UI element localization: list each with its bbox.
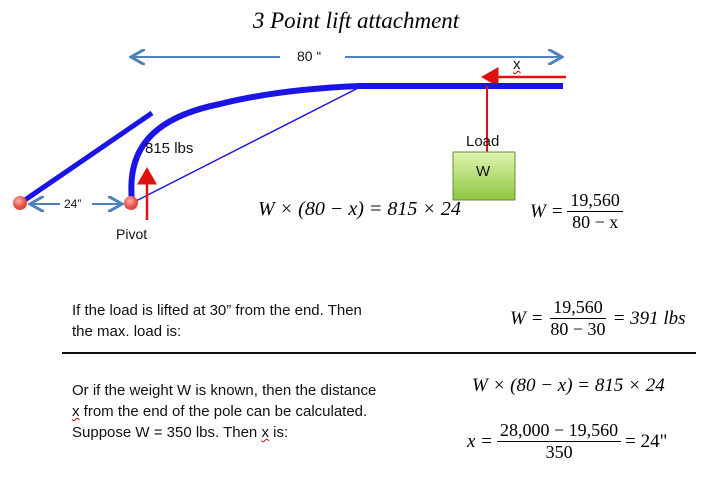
section1-text: If the load is lifted at 30” from the en… bbox=[72, 300, 362, 342]
distance-den: 350 bbox=[545, 442, 573, 462]
weight-formula-num: 19,560 bbox=[567, 190, 623, 212]
hitch-point-ball bbox=[13, 196, 27, 210]
moment-equation-2: W × (80 − x) = 815 × 24 bbox=[472, 375, 665, 397]
brace bbox=[133, 85, 363, 203]
section2-line3-x: x bbox=[261, 424, 269, 441]
force-label: 815 lbs bbox=[145, 140, 194, 157]
pivot-label: Pivot bbox=[116, 226, 148, 242]
span-label: 80 “ bbox=[293, 48, 326, 64]
section2-x: x bbox=[72, 403, 80, 420]
pivot-ball bbox=[124, 196, 138, 210]
moment-equation-2-text: W × (80 − x) = 815 × 24 bbox=[472, 375, 665, 396]
lift-diagram bbox=[13, 0, 566, 220]
max-load-den: 80 − 30 bbox=[550, 319, 606, 339]
section1-line1: If the load is lifted at 30” from the en… bbox=[72, 302, 362, 319]
offset-label: 24” bbox=[64, 197, 82, 211]
distance-lhs: x = bbox=[467, 430, 494, 452]
weight-formula-den: 80 − x bbox=[572, 212, 619, 232]
beam bbox=[128, 83, 563, 203]
max-load-rhs: = 391 lbs bbox=[612, 307, 686, 329]
divider bbox=[62, 352, 696, 354]
moment-equation-text: W × (80 − x) = 815 × 24 bbox=[258, 198, 461, 220]
section2-line3-a: Suppose W = 350 lbs. Then bbox=[72, 424, 262, 441]
load-label: Load bbox=[466, 133, 500, 150]
slide-title: 3 Point lift attachment bbox=[252, 8, 460, 33]
section2-line3-b: is: bbox=[268, 424, 289, 441]
load-box bbox=[452, 151, 516, 201]
section2-text: Or if the weight W is known, then the di… bbox=[72, 380, 376, 443]
weight-formula-lhs: W = bbox=[530, 200, 564, 222]
section2-line1: Or if the weight W is known, then the di… bbox=[72, 382, 377, 399]
moment-equation: W × (80 − x) = 815 × 24 bbox=[258, 198, 461, 221]
section2-line2-rest: from the end of the pole can be calculat… bbox=[79, 403, 368, 420]
distance-num: 28,000 − 19,560 bbox=[497, 420, 622, 442]
lower-link bbox=[20, 110, 154, 205]
max-load-lhs: W = bbox=[510, 307, 544, 329]
section2-line2: x from the end of the pole can be calcul… bbox=[72, 401, 376, 422]
distance-rhs: = 24" bbox=[625, 430, 668, 452]
max-load-num: 19,560 bbox=[550, 297, 606, 319]
section1-line2: the max. load is: bbox=[72, 323, 182, 340]
weight-label: W bbox=[476, 163, 491, 180]
x-label: x bbox=[513, 56, 521, 73]
section2-line3: Suppose W = 350 lbs. Then x is: bbox=[72, 422, 376, 443]
